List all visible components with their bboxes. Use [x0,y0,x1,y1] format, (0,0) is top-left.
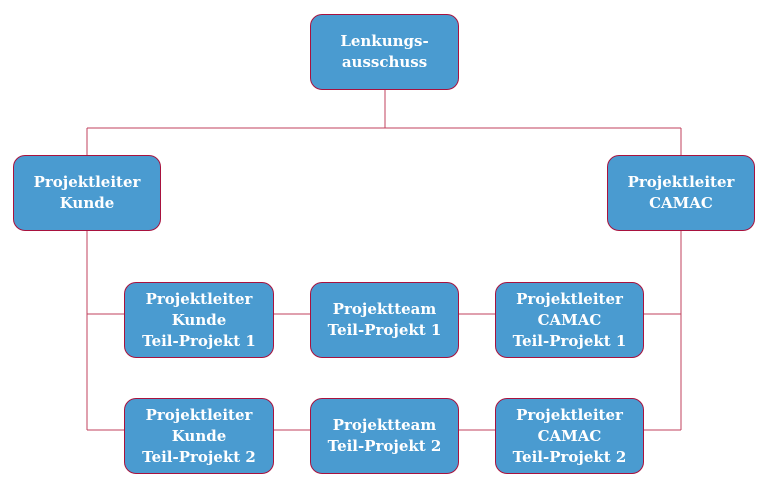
node-line: Teil-Projekt 2 [512,447,627,466]
node-line: Projektleiter [33,173,141,191]
node-projektleiter-kunde: Projektleiter Kunde [13,155,161,231]
node-line: Projektleiter [516,405,623,424]
node-lenkungsausschuss: Lenkungs- ausschuss [310,14,459,90]
node-line: Projektleiter [145,405,253,424]
node-projektleiter-camac-tp2: Projektleiter CAMAC Teil-Projekt 2 [495,398,644,474]
node-projektleiter-kunde-tp2: Projektleiter Kunde Teil-Projekt 2 [124,398,274,474]
node-line: Teil-Projekt 2 [142,447,256,466]
node-projektteam-tp2: Projektteam Teil-Projekt 2 [310,398,459,474]
node-line: Kunde [171,310,227,329]
node-line: Projektleiter [145,289,253,308]
node-line: Teil-Projekt 2 [327,437,442,455]
node-line: Kunde [59,194,115,212]
node-line: Teil-Projekt 1 [512,331,627,350]
node-line: CAMAC [537,310,602,329]
node-line: Projektleiter [516,289,623,308]
node-line: ausschuss [341,53,428,71]
node-projektleiter-camac: Projektleiter CAMAC [607,155,755,231]
node-line: Lenkungs- [340,32,429,50]
node-line: Kunde [171,426,227,445]
node-line: Teil-Projekt 1 [327,321,442,339]
node-projektleiter-kunde-tp1: Projektleiter Kunde Teil-Projekt 1 [124,282,274,358]
node-line: Projektteam [332,416,437,434]
node-line: Projektteam [332,300,437,318]
node-line: CAMAC [537,426,602,445]
node-projektteam-tp1: Projektteam Teil-Projekt 1 [310,282,459,358]
node-line: Projektleiter [627,173,735,191]
node-line: Teil-Projekt 1 [142,331,256,350]
node-projektleiter-camac-tp1: Projektleiter CAMAC Teil-Projekt 1 [495,282,644,358]
node-line: CAMAC [649,194,713,212]
